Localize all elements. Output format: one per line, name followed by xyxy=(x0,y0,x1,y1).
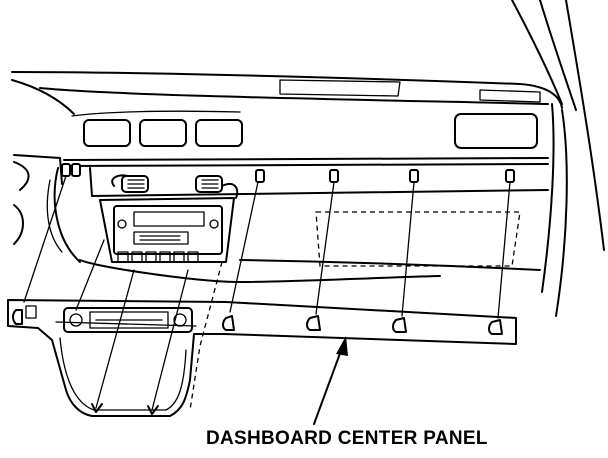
dashboard-center-panel xyxy=(7,299,517,417)
upper-vents xyxy=(83,113,538,149)
dashboard-clips xyxy=(61,163,515,183)
dashboard-center-panel-label: DASHBOARD CENTER PANEL xyxy=(206,428,488,449)
callout-arrow xyxy=(313,336,348,425)
dashboard-top xyxy=(11,71,563,115)
clip-leader-lines xyxy=(23,175,511,411)
windshield-edge xyxy=(511,0,605,251)
audio-connectors xyxy=(111,174,239,199)
dashboard-lower xyxy=(63,157,549,283)
audio-unit xyxy=(99,197,235,263)
dashboard-face xyxy=(71,103,568,317)
glovebox-outline xyxy=(315,211,521,267)
